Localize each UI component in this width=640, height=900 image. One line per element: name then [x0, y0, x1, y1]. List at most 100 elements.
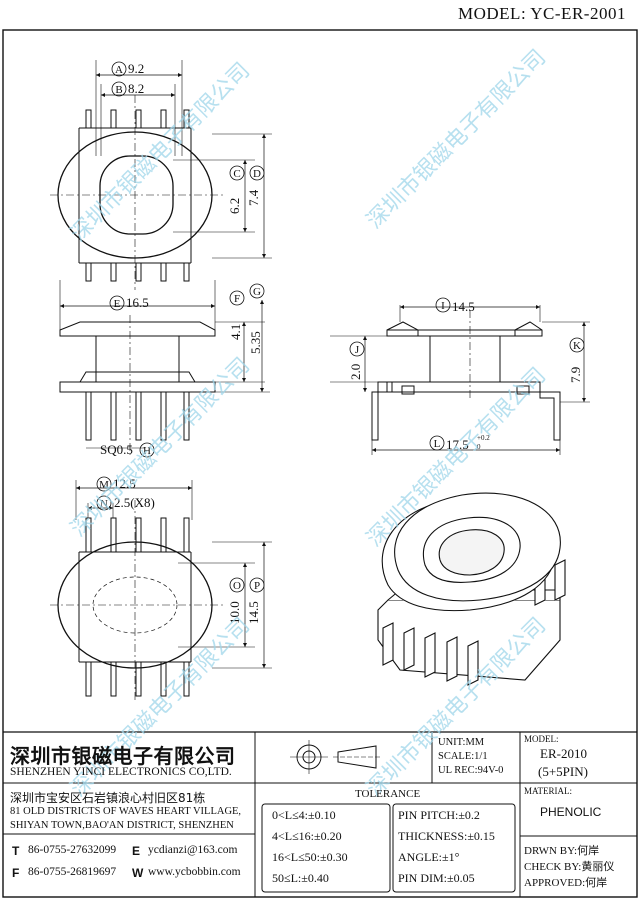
dim-l-value: 17.5 [446, 437, 469, 452]
label-circle-h [139, 442, 155, 458]
dim-b-letter: B [115, 84, 122, 96]
front-view-labels: E 16.5 F 4.1 G 5.35 SQ0.5 H [100, 283, 265, 458]
label-circle-p [249, 577, 265, 593]
label-circle-n [96, 495, 112, 511]
model-pins: (5+5PIN) [538, 764, 588, 779]
model-header: MODEL: YC-ER-2001 [458, 4, 626, 23]
web-letter: W [132, 866, 144, 880]
dim-a-letter: A [115, 64, 123, 76]
dim-m-letter: M [99, 479, 109, 491]
dim-j-letter: J [355, 344, 360, 356]
spec-row: THICKNESS:±0.15 [398, 829, 495, 843]
tol-plus: +0.2 [477, 434, 490, 442]
address-en-line2: SHIYAN TOWN,BAO'AN DISTRICT, SHENZHEN [10, 820, 234, 831]
website[interactable]: www.ycbobbin.com [148, 866, 241, 878]
dim-d-value: 7.4 [246, 189, 261, 206]
tolerance-heading: TOLERANCE [355, 788, 421, 800]
dim-k-value: 7.9 [568, 367, 583, 383]
address-cn: 深圳市宝安区石岩镇浪心村旧区81栋 [10, 791, 206, 805]
spec-row: PIN DIM:±0.05 [398, 871, 475, 885]
label-circle-b [111, 81, 127, 97]
checked-by: CHECK BY:黄丽仪 [524, 861, 615, 873]
dim-a-value: 9.2 [128, 61, 144, 76]
ul-rec-label: UL REC:94V-0 [438, 765, 504, 776]
drawing-border [2, 29, 638, 898]
fax-number: 86-0755-26819697 [28, 866, 117, 878]
dim-f-letter: F [234, 293, 240, 305]
label-circle-g [249, 283, 265, 299]
dim-i-letter: I [441, 300, 445, 312]
front-pins [85, 391, 190, 441]
label-circle-i [435, 297, 451, 313]
unit-label: UNIT:MM [438, 737, 485, 748]
dim-p-letter: P [254, 580, 260, 592]
dim-n-letter: N [100, 498, 108, 510]
dim-c-letter: C [233, 168, 240, 180]
tol-row: 16<L≤50:±0.30 [272, 850, 348, 864]
material-label: MATERIAL: [524, 786, 572, 796]
label-circle-d [249, 165, 265, 181]
top-pins-upper [85, 109, 190, 129]
dim-g-value: 5.35 [248, 331, 263, 354]
label-circle-e [109, 295, 125, 311]
top-view-labels: A 9.2 B 8.2 6.2 C 7.4 D [111, 61, 265, 214]
tol-row: 4<L≤16:±0.20 [272, 829, 342, 843]
front-view [59, 280, 270, 455]
dim-c-value: 6.2 [227, 198, 242, 214]
dim-m-value: 12.5 [113, 476, 136, 491]
label-circle-o [229, 577, 245, 593]
label-circle-c [229, 165, 245, 181]
tel-letter: T [12, 844, 20, 858]
dim-l-letter: L [434, 438, 441, 450]
dim-j-value: 2.0 [348, 364, 363, 380]
tol-row: 0<L≤4:±0.10 [272, 808, 336, 822]
label-circle-m [96, 476, 112, 492]
dim-f-value: 4.1 [228, 324, 243, 340]
bottom-view [50, 480, 272, 700]
tol-minus: 0 [477, 443, 481, 451]
label-circle-k [569, 337, 585, 353]
dim-i-value: 14.5 [452, 299, 475, 314]
dim-e-letter: E [114, 298, 121, 310]
fax-letter: F [12, 866, 20, 880]
bottom-pins-upper [85, 517, 190, 553]
company-name-cn: 深圳市银磁电子有限公司 [10, 744, 236, 768]
dim-b-value: 8.2 [128, 81, 144, 96]
isometric-view [377, 492, 566, 686]
scale-label: SCALE:1/1 [438, 751, 488, 762]
sq-label: SQ0.5 [100, 442, 133, 457]
dim-p-value: 14.5 [246, 601, 261, 624]
projection-symbol [290, 740, 381, 774]
dim-o-letter: O [233, 580, 241, 592]
model-field-label: MODEL: [524, 734, 559, 744]
bottom-view-labels: M 12.5 N 2.5(X8) O 10.0 P 14.5 [96, 476, 265, 624]
label-circle-l [429, 435, 445, 451]
company-name-en: SHENZHEN YINCI ELECTRONICS CO,LTD. [10, 766, 232, 778]
dim-d-letter: D [253, 168, 261, 180]
dim-o-value: 10.0 [227, 601, 242, 624]
bottom-pins-lower [85, 661, 190, 697]
dim-h-letter: H [143, 445, 151, 457]
dim-e-value: 16.5 [126, 295, 149, 310]
spec-row: PIN PITCH:±0.2 [398, 808, 480, 822]
top-view [50, 60, 272, 290]
title-block-grid [3, 731, 637, 897]
approved-by: APPROVED:何岸 [524, 877, 608, 889]
side-view [330, 304, 590, 455]
email-letter: E [132, 844, 141, 858]
dim-g-letter: G [253, 286, 261, 298]
model-field-value: ER-2010 [540, 746, 587, 761]
drawn-by: DRWN BY:何岸 [524, 845, 600, 857]
label-circle-f [229, 290, 245, 306]
side-view-labels: I 14.5 J 2.0 K 7.9 L 17.5 +0.2 0 [348, 297, 585, 452]
dim-n-value: 2.5(X8) [114, 495, 155, 510]
tol-row: 50≤L:±0.40 [272, 871, 329, 885]
address-en-line1: 81 OLD DISTRICTS OF WAVES HEART VILLAGE, [10, 806, 242, 817]
dim-k-letter: K [573, 340, 581, 352]
spec-row: ANGLE:±1° [398, 850, 460, 864]
tel-number: 86-0755-27632099 [28, 844, 117, 856]
top-pins-lower [85, 262, 190, 282]
material-value: PHENOLIC [540, 805, 602, 819]
email-address[interactable]: ycdianzi@163.com [148, 844, 238, 856]
